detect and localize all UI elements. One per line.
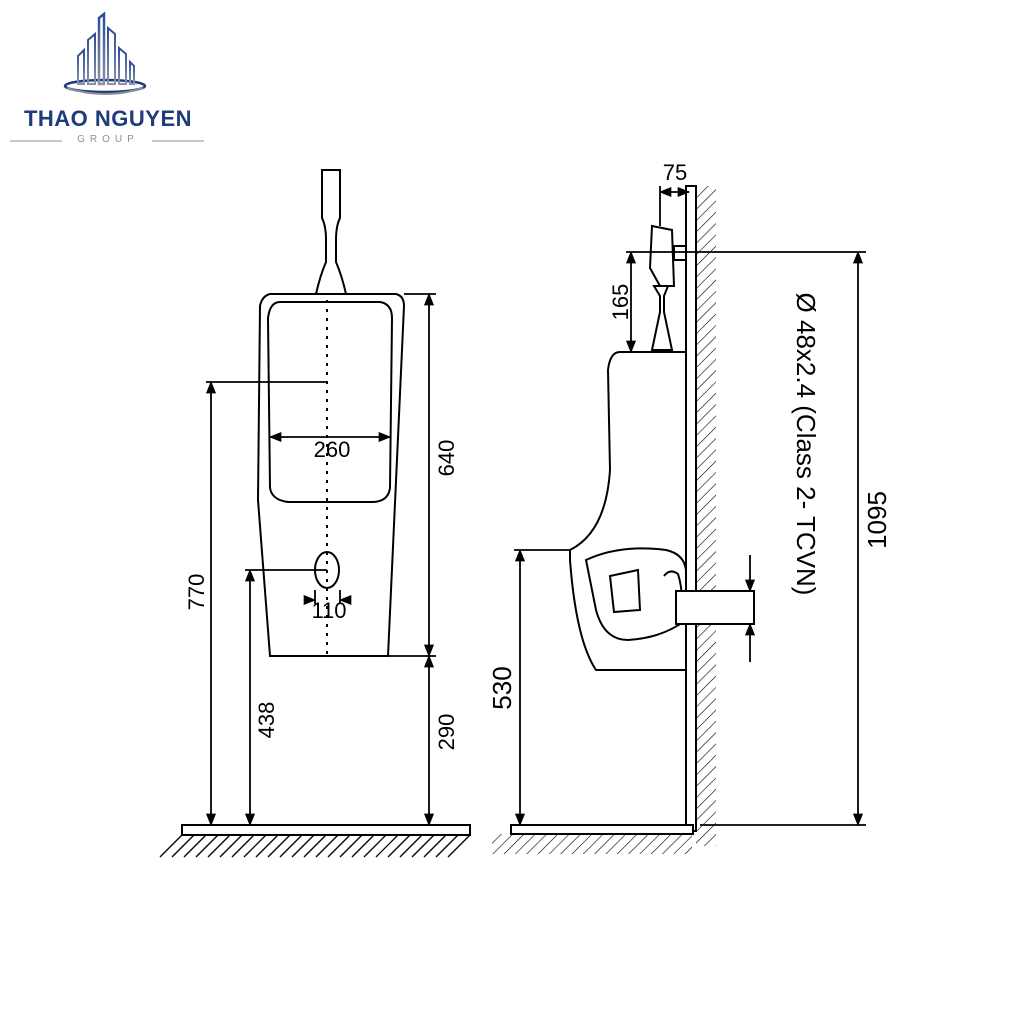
dim-body-height-label: 640 — [434, 440, 459, 477]
front-flush-pipe — [314, 169, 348, 295]
front-urinal-body — [256, 293, 406, 657]
side-dimension-labels: 75 165 530 Ø 48x2.4 (Class 2- TCVN) 1095 — [487, 160, 892, 710]
front-dimensions — [205, 292, 436, 827]
side-wall — [685, 185, 697, 832]
dim-outlet-width-label: 110 — [311, 598, 346, 623]
brand-name: THAO NGUYEN — [23, 106, 193, 131]
side-view — [492, 185, 755, 854]
dim-outlet-height-label: 438 — [254, 702, 279, 739]
dim-height-centre-label: 770 — [184, 574, 209, 611]
side-trap — [608, 568, 642, 614]
dim-flush-height-label: 165 — [608, 284, 633, 321]
front-view — [159, 169, 471, 858]
side-bowl-inner — [584, 547, 687, 642]
front-floor-hatch — [159, 834, 471, 858]
side-outlet-pipe — [675, 590, 755, 625]
dim-floor-clearance-label: 290 — [434, 714, 459, 751]
dim-flush-depth-label: 75 — [663, 160, 687, 185]
side-flush-valve — [648, 224, 676, 287]
front-dimension-labels: 260 110 770 438 640 290 — [184, 437, 459, 750]
front-bowl-opening — [266, 301, 394, 503]
dim-pipe-spec-label: Ø 48x2.4 (Class 2- TCVN) — [791, 293, 821, 596]
side-floor-hatch — [492, 834, 692, 854]
city-skyline-icon — [10, 11, 204, 142]
brand-tagline: GROUP — [77, 134, 139, 145]
front-floor — [181, 824, 471, 836]
dim-width-label: 260 — [314, 437, 351, 462]
side-urinal-body — [569, 351, 687, 671]
side-wall-hatch — [696, 186, 716, 846]
side-dimensions — [514, 186, 866, 827]
side-floor — [510, 824, 694, 835]
dim-total-height-label: 1095 — [862, 491, 892, 549]
dim-rim-height-label: 530 — [487, 666, 517, 709]
